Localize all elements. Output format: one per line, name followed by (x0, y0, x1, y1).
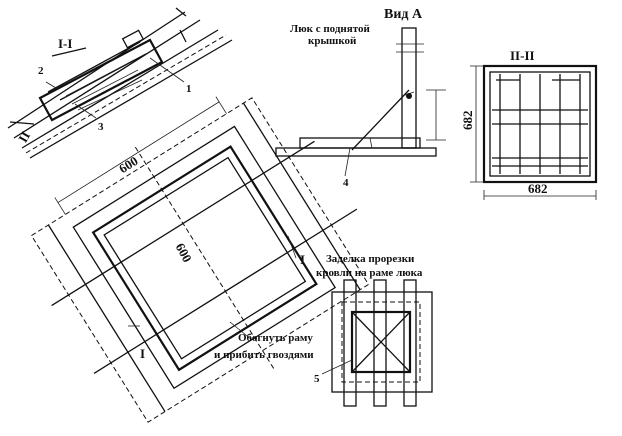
cut-seal-label-line1: Заделка прорезки (326, 253, 415, 265)
bend-frame-label-line2: и прибить гвоздями (214, 349, 314, 361)
callout-5: 5 (314, 373, 320, 385)
section-mark-i-right: I (300, 252, 305, 267)
dimension-600-diagonal: 600 (173, 241, 195, 265)
hatch-open-label-line1: Люк с поднятой (290, 23, 370, 35)
callout-3: 3 (98, 121, 104, 133)
bend-frame-label-line1: Обогнуть раму (238, 332, 313, 344)
section-2-2-label-upper: II-II (510, 48, 535, 63)
callout-2: 2 (38, 65, 44, 77)
callout-4: 4 (343, 177, 349, 189)
callout-1: 1 (186, 83, 192, 95)
leader-bend (229, 321, 253, 341)
section-mark-line-right (287, 235, 297, 259)
section-2-2-drawing (470, 64, 598, 200)
cut-seal-drawing (321, 279, 433, 407)
hatch-open-label-line2: крышкой (308, 35, 357, 47)
section-1-1-drawing (7, 7, 233, 159)
view-a-drawing (275, 27, 446, 177)
dimension-600-top: 600 (116, 153, 140, 176)
section-1-1-label: I-I (58, 36, 72, 51)
dimension-682-vertical: 682 (460, 111, 475, 131)
dimension-682-horizontal: 682 (528, 181, 548, 196)
view-a-label: Вид А (384, 7, 423, 22)
hatch-plan-drawing (30, 96, 370, 423)
cut-seal-label-line2: кровли на раме люка (316, 267, 423, 279)
section-mark-i-left: I (140, 346, 145, 361)
